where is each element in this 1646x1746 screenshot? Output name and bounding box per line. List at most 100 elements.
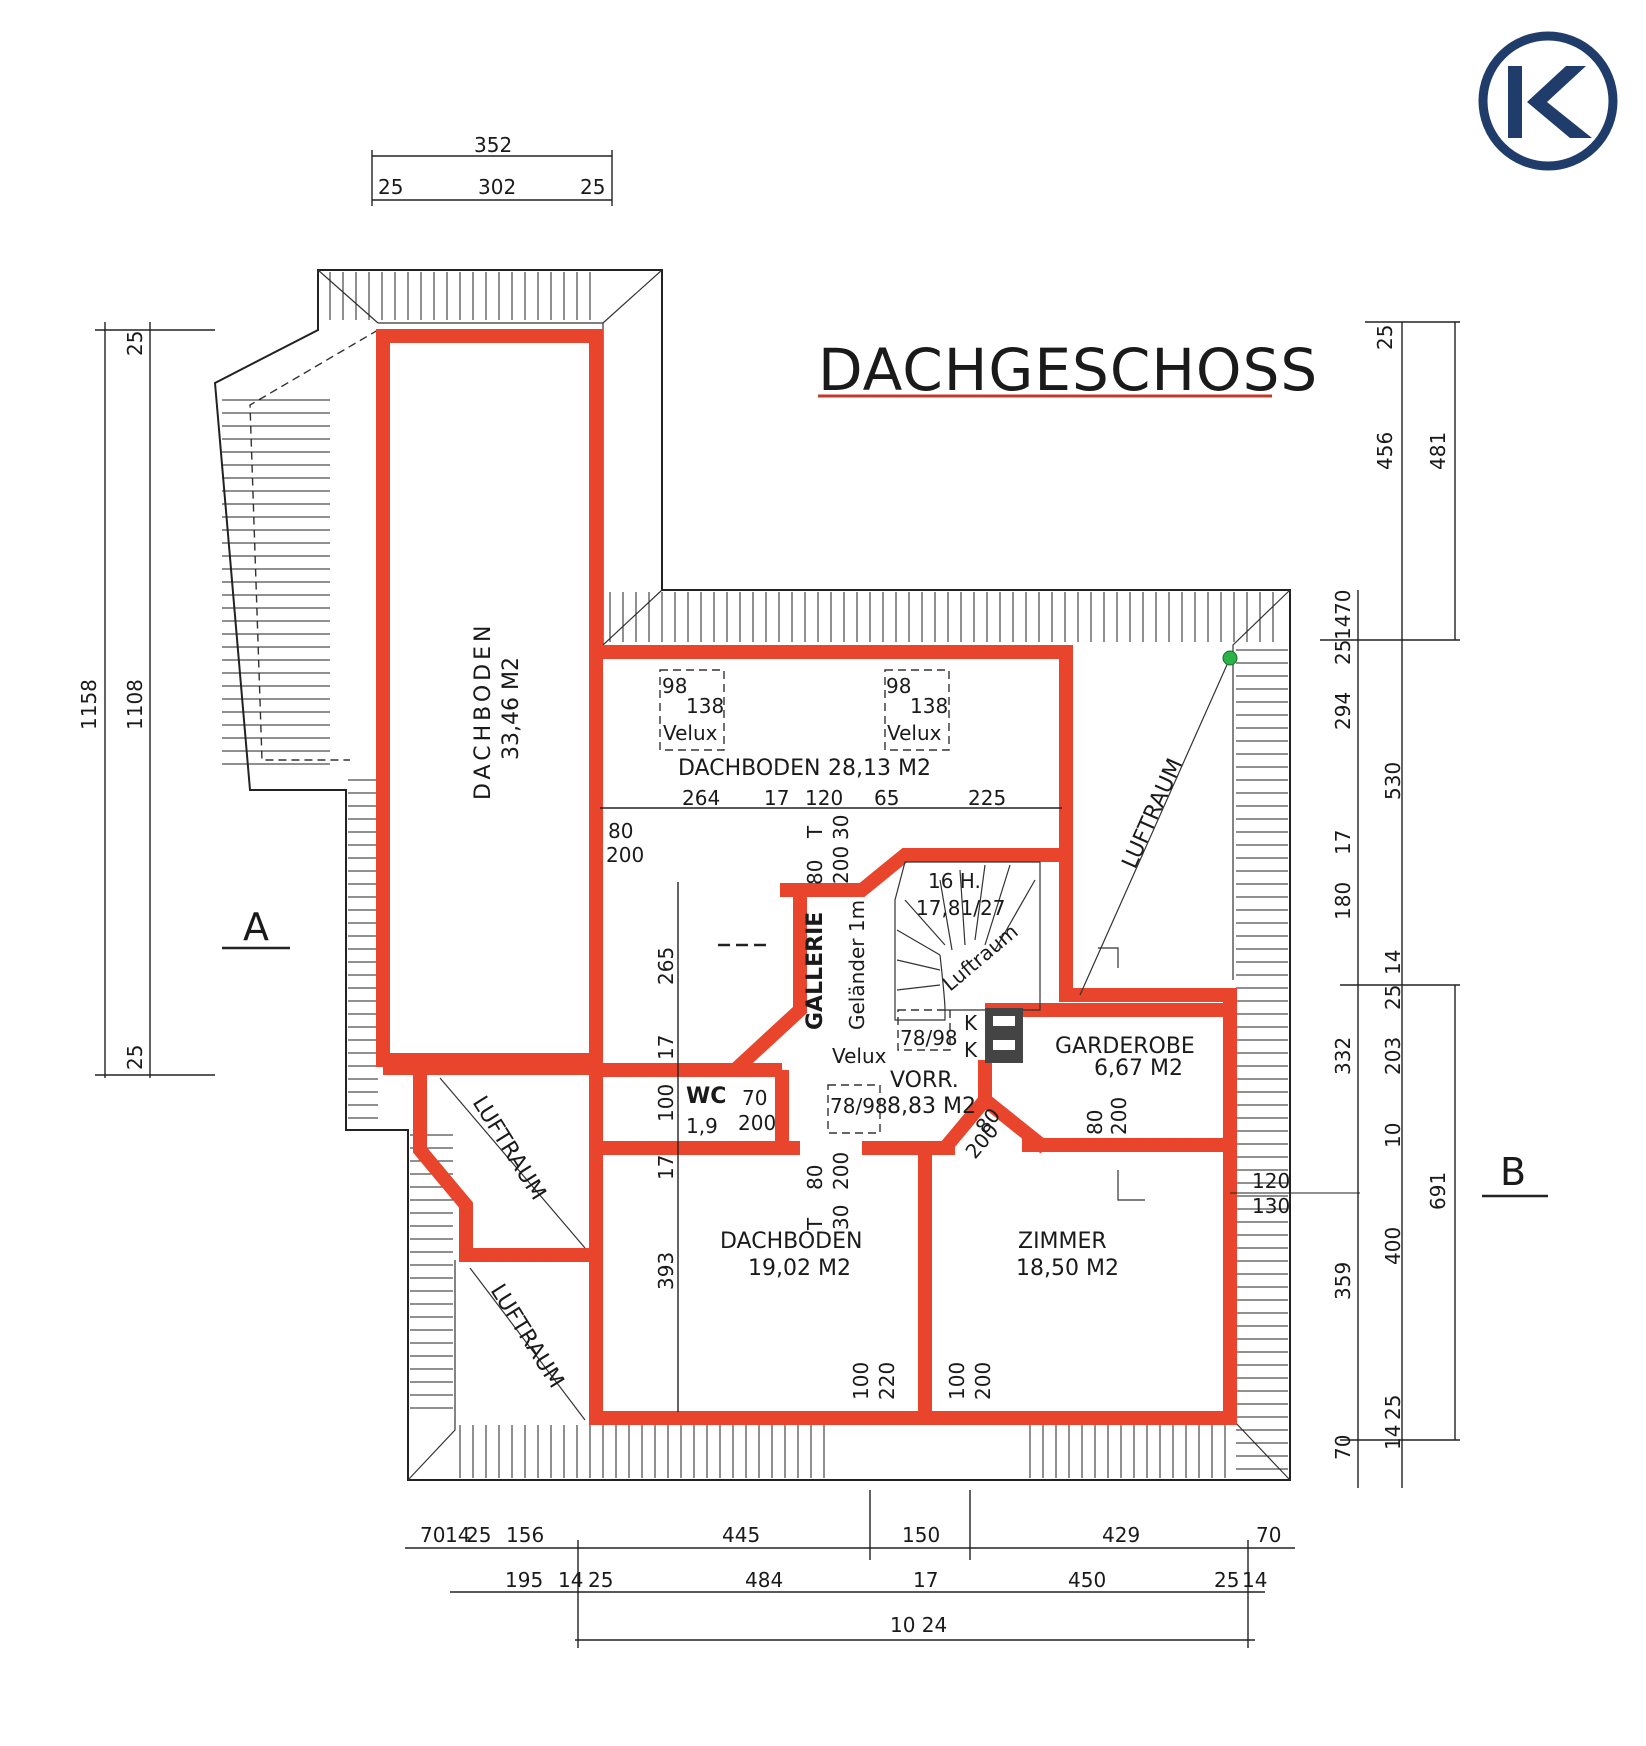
door-d-t: T bbox=[803, 1217, 827, 1231]
company-logo: K bbox=[1478, 31, 1618, 171]
dim-top-b: 302 bbox=[478, 175, 516, 199]
stair-ratio: 17,81/27 bbox=[916, 896, 1005, 920]
label-luftraum-right: LUFTRAUM bbox=[1118, 755, 1189, 873]
dim-right-7: 530 bbox=[1381, 762, 1405, 800]
dim-inner-v-0: 265 bbox=[654, 947, 678, 985]
dim-inner-top-4: 225 bbox=[968, 786, 1006, 810]
velux-hall-size-1: 78/98 bbox=[900, 1026, 958, 1050]
room-dachboden-top-name: DACHBODEN bbox=[678, 756, 820, 781]
room-dachboden-top-area: 28,13 M2 bbox=[828, 756, 931, 781]
dim-right-18: 25 bbox=[1381, 1395, 1405, 1420]
dim-inner-v-2: 100 bbox=[654, 1084, 678, 1122]
velux-2-label: Velux bbox=[887, 721, 942, 745]
dim-right-12: 332 bbox=[1331, 1037, 1355, 1075]
staircase bbox=[894, 861, 1041, 1021]
door-d-30: 30 bbox=[829, 1205, 853, 1230]
dim-right-14: 10 bbox=[1381, 1123, 1405, 1148]
dim-b2-3: 484 bbox=[745, 1568, 783, 1592]
dim-right-6: 294 bbox=[1331, 692, 1355, 730]
label-gallerie: GALLERIE bbox=[803, 912, 828, 1030]
door-b-t: T bbox=[803, 825, 827, 839]
dim-right-9: 180 bbox=[1331, 882, 1355, 920]
dim-b1-4: 445 bbox=[722, 1523, 760, 1547]
room-vorr-area: 8,83 M2 bbox=[887, 1094, 976, 1119]
dim-right-4: 25 bbox=[1331, 640, 1355, 665]
win-zimmer-w: 100 bbox=[945, 1362, 969, 1400]
walls bbox=[376, 329, 1237, 1425]
door-c-w: 80 bbox=[803, 860, 827, 885]
dim-right-20: 70 bbox=[1331, 1435, 1355, 1460]
room-dachboden-left-area: 33,46 M2 bbox=[499, 657, 524, 760]
win-right-h: 130 bbox=[1252, 1194, 1290, 1218]
velux-1-a: 98 bbox=[662, 674, 687, 698]
dim-b2-4: 17 bbox=[913, 1568, 938, 1592]
room-wc-area: 1,9 bbox=[686, 1114, 718, 1138]
room-dachboden-left-name: DACHBODEN bbox=[471, 622, 496, 800]
velux-hall-label: Velux bbox=[832, 1044, 887, 1068]
win-right-w: 120 bbox=[1252, 1169, 1290, 1193]
luftraum-markers bbox=[439, 650, 1238, 1421]
room-vorr-name: VORR. bbox=[890, 1068, 959, 1093]
door-garderobe-w: 80 bbox=[1083, 1110, 1107, 1135]
door-d-h: 200 bbox=[829, 1152, 853, 1190]
plan-title: DACHGESCHOSS bbox=[818, 336, 1318, 404]
dim-left-inner: 1108 bbox=[123, 679, 147, 730]
velux-1-label: Velux bbox=[663, 721, 718, 745]
stair-steps: 16 H. bbox=[928, 869, 981, 893]
dim-inner-v-4: 393 bbox=[654, 1252, 678, 1290]
room-zimmer-name: ZIMMER bbox=[1018, 1229, 1107, 1254]
dim-right-13: 203 bbox=[1381, 1037, 1405, 1075]
velux-2-b: 138 bbox=[910, 694, 948, 718]
dim-left-bottom: 25 bbox=[123, 1045, 147, 1070]
label-luftraum-bottom: LUFTRAUM bbox=[485, 1280, 568, 1393]
dim-b1-0: 70 bbox=[420, 1523, 445, 1547]
dimension-lines bbox=[95, 150, 1548, 1648]
dim-b2-7: 14 bbox=[1242, 1568, 1267, 1592]
chimney bbox=[985, 1008, 1023, 1063]
dim-left-top: 25 bbox=[123, 331, 147, 356]
dim-top-c: 25 bbox=[580, 175, 605, 199]
dim-b2-2: 25 bbox=[588, 1568, 613, 1592]
section-b-label: B bbox=[1500, 1150, 1526, 1194]
dim-right-16: 400 bbox=[1381, 1227, 1405, 1265]
dim-b1-1: 14 bbox=[445, 1523, 470, 1547]
room-wc-name: WC bbox=[686, 1084, 726, 1109]
win-dachboden-w: 100 bbox=[849, 1362, 873, 1400]
dim-right-11: 25 bbox=[1381, 985, 1405, 1010]
room-dachboden-bottom-name: DACHBODEN bbox=[720, 1229, 862, 1254]
door-a-w: 80 bbox=[608, 819, 633, 843]
roof-outline bbox=[213, 269, 1291, 1481]
dim-inner-v-1: 17 bbox=[654, 1035, 678, 1060]
label-luftraum-left: LUFTRAUM bbox=[467, 1092, 550, 1205]
label-gelaender: Geländer 1m bbox=[845, 900, 869, 1030]
dim-right-19: 14 bbox=[1381, 1425, 1405, 1450]
dim-b2-1: 14 bbox=[558, 1568, 583, 1592]
room-garderobe-name: GARDEROBE bbox=[1055, 1034, 1195, 1059]
dim-right-3: 70 bbox=[1331, 590, 1355, 615]
velux-2-a: 98 bbox=[886, 674, 911, 698]
dim-top-total: 352 bbox=[474, 133, 512, 157]
dim-b1-5: 150 bbox=[902, 1523, 940, 1547]
dim-right-15: 691 bbox=[1426, 1172, 1450, 1210]
room-garderobe-area: 6,67 M2 bbox=[1094, 1056, 1183, 1081]
kamin-1: K bbox=[964, 1011, 978, 1035]
room-zimmer-area: 18,50 M2 bbox=[1016, 1256, 1119, 1281]
dim-b1-2: 25 bbox=[466, 1523, 491, 1547]
dim-b2-5: 450 bbox=[1068, 1568, 1106, 1592]
dim-inner-top-3: 65 bbox=[874, 786, 899, 810]
velux-hall-size-2: 78/98 bbox=[830, 1094, 888, 1118]
dim-right-8: 17 bbox=[1331, 830, 1355, 855]
door-wc-w: 70 bbox=[742, 1086, 767, 1110]
kamin-2: K bbox=[964, 1038, 978, 1062]
dim-inner-top-0: 264 bbox=[682, 786, 720, 810]
door-d-w: 80 bbox=[803, 1165, 827, 1190]
dim-bottom-total: 10 24 bbox=[890, 1613, 947, 1637]
section-a-label: A bbox=[243, 905, 269, 949]
dim-b1-6: 429 bbox=[1102, 1523, 1140, 1547]
dim-b2-0: 195 bbox=[505, 1568, 543, 1592]
room-dachboden-bottom-area: 19,02 M2 bbox=[748, 1256, 851, 1281]
dim-b2-6: 25 bbox=[1214, 1568, 1239, 1592]
door-wc-h: 200 bbox=[738, 1111, 776, 1135]
